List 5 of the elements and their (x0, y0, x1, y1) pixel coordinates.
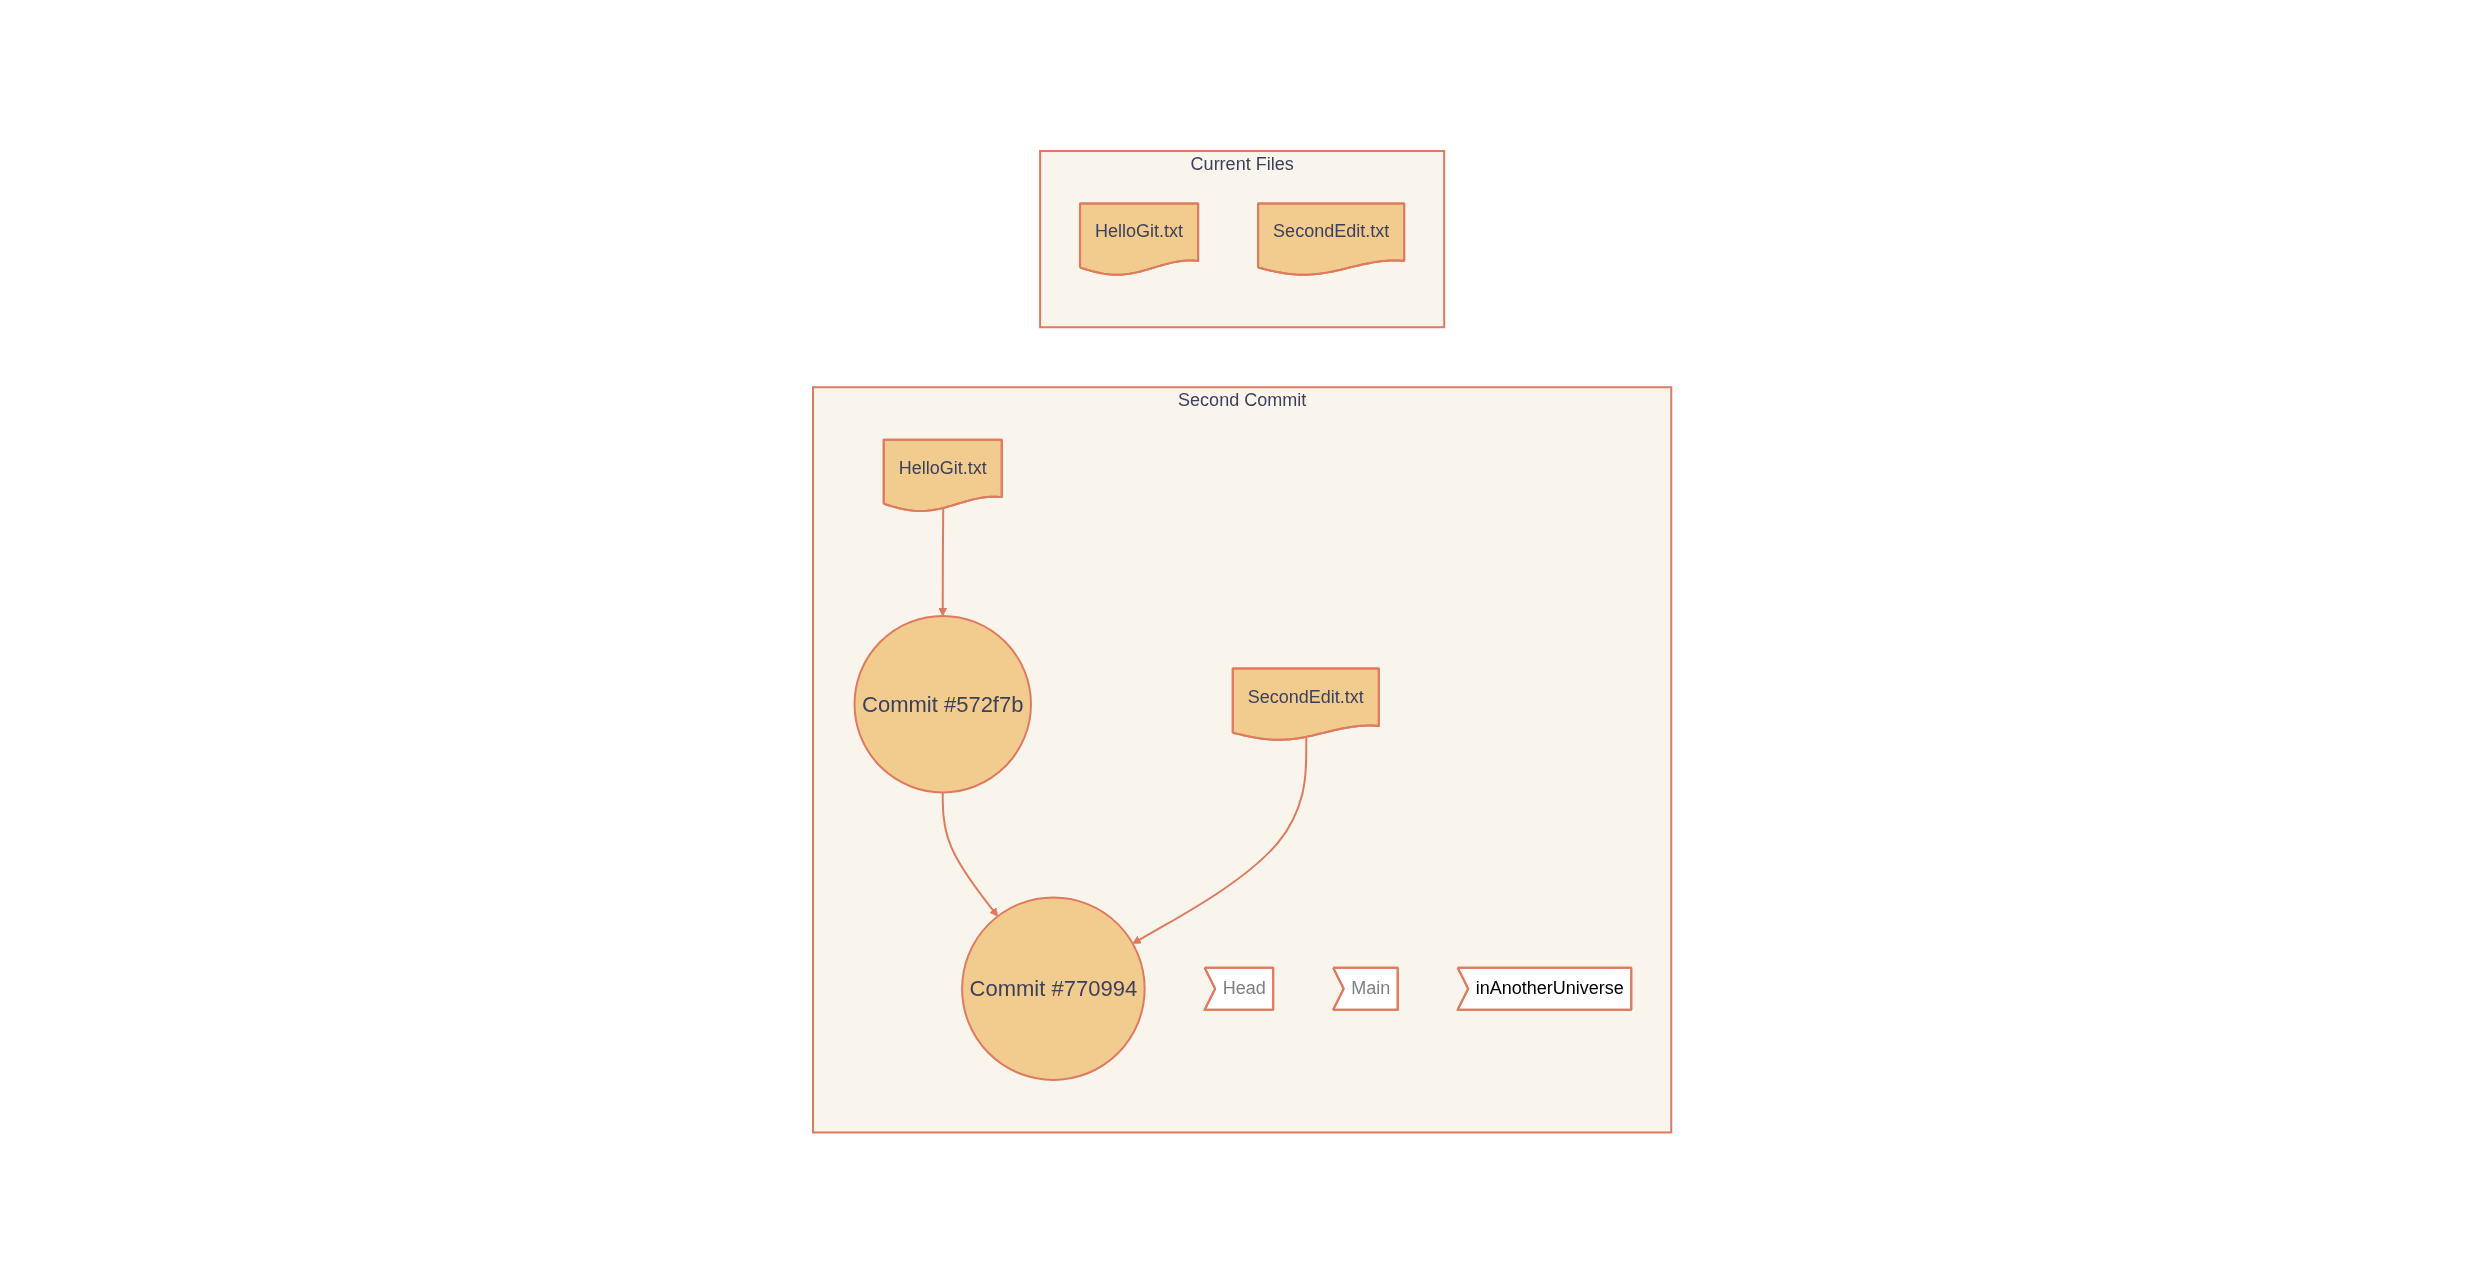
arrow (1132, 736, 1308, 945)
node-circle: Commit #770994 (960, 896, 1146, 1082)
arrow (938, 507, 947, 617)
arrow (941, 791, 998, 917)
node-circle: Commit #572f7b (853, 615, 1032, 794)
